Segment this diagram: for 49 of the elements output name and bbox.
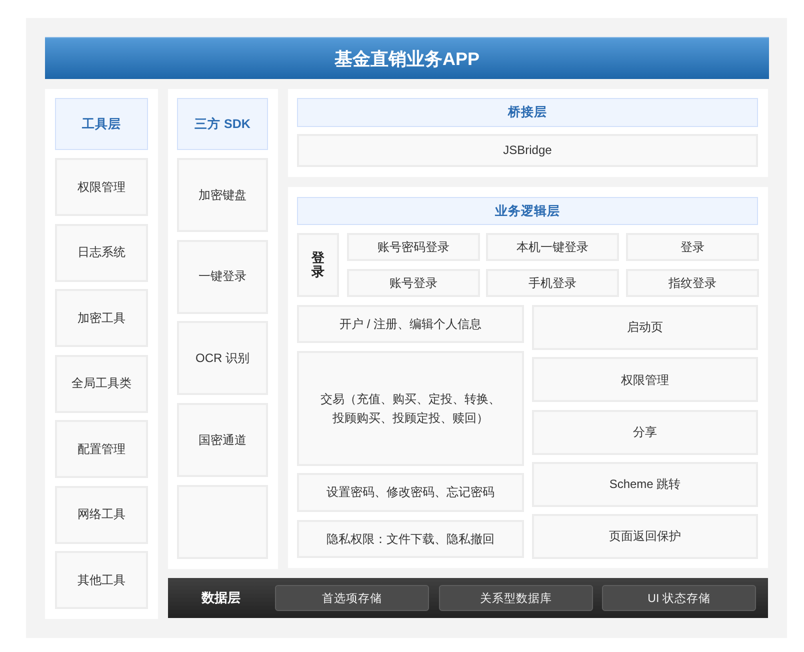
module-name: 隐私权限：文件下载、隐私撤回 xyxy=(326,530,494,548)
module-name: 分享 xyxy=(633,424,657,441)
module-name: 交易（充值、购买、定投、转换、投顾购买、投顾定投、赎回） xyxy=(320,390,502,426)
module-name: 本机一键登录 xyxy=(516,238,588,256)
storage-card xyxy=(275,585,429,611)
module-name: 手机登录 xyxy=(528,274,576,292)
module-name: 一键登录 xyxy=(198,268,246,286)
panel xyxy=(168,89,278,569)
layer-title: 数据层 xyxy=(202,589,240,607)
module-name: 启动页 xyxy=(627,319,663,336)
module-name: 权限管理 xyxy=(621,372,669,388)
module-name: 加密工具 xyxy=(78,310,126,327)
storage-name: UI 状态存储 xyxy=(648,592,710,606)
layer-header xyxy=(297,98,758,127)
module-name: 开户 / 注册、编辑个人信息 xyxy=(339,316,482,333)
layer-header xyxy=(297,197,758,225)
header-text: 三方 SDK xyxy=(194,116,250,132)
layer-header xyxy=(55,98,148,150)
storage-card xyxy=(602,585,756,611)
panel xyxy=(288,89,768,177)
module-name: 权限管理 xyxy=(78,178,126,196)
module-name: Scheme 跳转 xyxy=(609,476,681,494)
storage-name: 首选项存储 xyxy=(322,592,382,606)
module-name: 配置管理 xyxy=(78,440,126,458)
group-label: 登录 xyxy=(312,250,324,280)
module-name: 登录 xyxy=(680,238,704,256)
module-name: 页面返回保护 xyxy=(609,528,681,546)
module-name: JSBridge xyxy=(503,142,552,160)
module-name: 账号登录 xyxy=(390,274,438,292)
module-name: 账号密码登录 xyxy=(378,238,450,256)
storage-name: 关系型数据库 xyxy=(480,591,552,606)
module-name: 加密键盘 xyxy=(198,186,246,204)
module-name: OCR 识别 xyxy=(196,350,250,368)
panel xyxy=(288,187,768,568)
module-name: 国密通道 xyxy=(198,432,246,449)
module-name: 其他工具 xyxy=(78,572,126,589)
data-layer-bar xyxy=(168,578,768,618)
panel xyxy=(45,89,158,619)
module-name: 指纹登录 xyxy=(668,274,716,292)
header-text: 桥接层 xyxy=(508,104,547,121)
module-name: 设置密码、修改密码、忘记密码 xyxy=(326,484,494,502)
layer-header xyxy=(177,98,268,150)
header-text: 工具层 xyxy=(82,116,121,132)
header-text: 业务逻辑层 xyxy=(495,202,560,220)
title-text: 基金直销业务APP xyxy=(334,48,480,70)
module-name: 日志系统 xyxy=(78,244,126,262)
module-name: 全局工具类 xyxy=(72,375,132,392)
module-name: 网络工具 xyxy=(78,506,126,524)
storage-card xyxy=(439,585,593,611)
